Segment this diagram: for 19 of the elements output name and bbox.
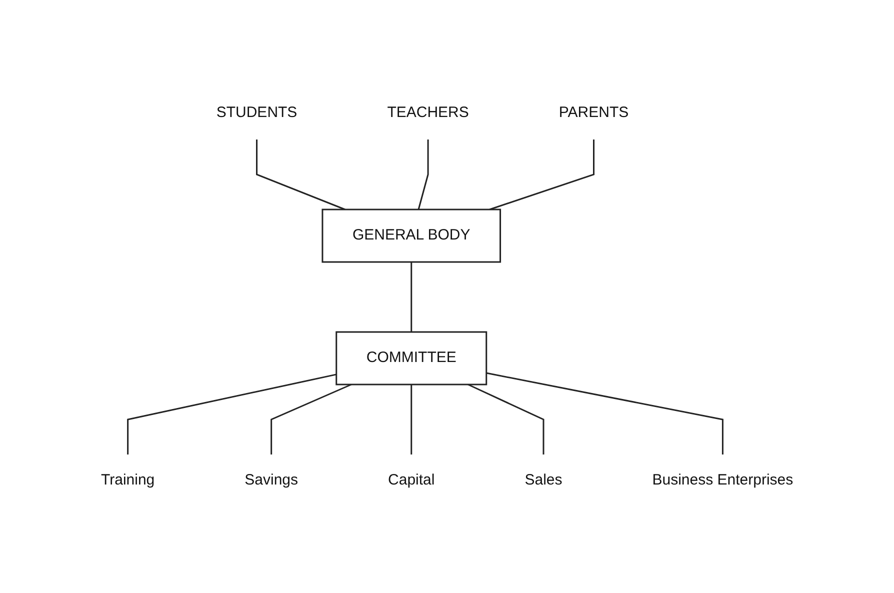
connector — [486, 372, 724, 454]
connector — [410, 384, 412, 454]
node-text: Business Enterprises — [652, 471, 794, 488]
connector — [256, 139, 346, 210]
node-text: Savings — [244, 471, 298, 488]
connector — [270, 383, 352, 454]
node-text: Capital — [388, 471, 435, 488]
node-text: Training — [100, 471, 155, 488]
connector — [410, 262, 412, 332]
connector — [127, 373, 336, 454]
node-text: Sales — [524, 471, 562, 488]
connector — [468, 383, 544, 454]
node-text: TEACHERS — [387, 104, 469, 120]
connector — [489, 139, 594, 210]
node-text: PARENTS — [558, 104, 629, 120]
node-box: GENERAL BODY — [322, 208, 501, 262]
connector — [418, 139, 429, 210]
node-text: STUDENTS — [216, 104, 298, 120]
node-box: COMMITTEE — [336, 330, 488, 385]
